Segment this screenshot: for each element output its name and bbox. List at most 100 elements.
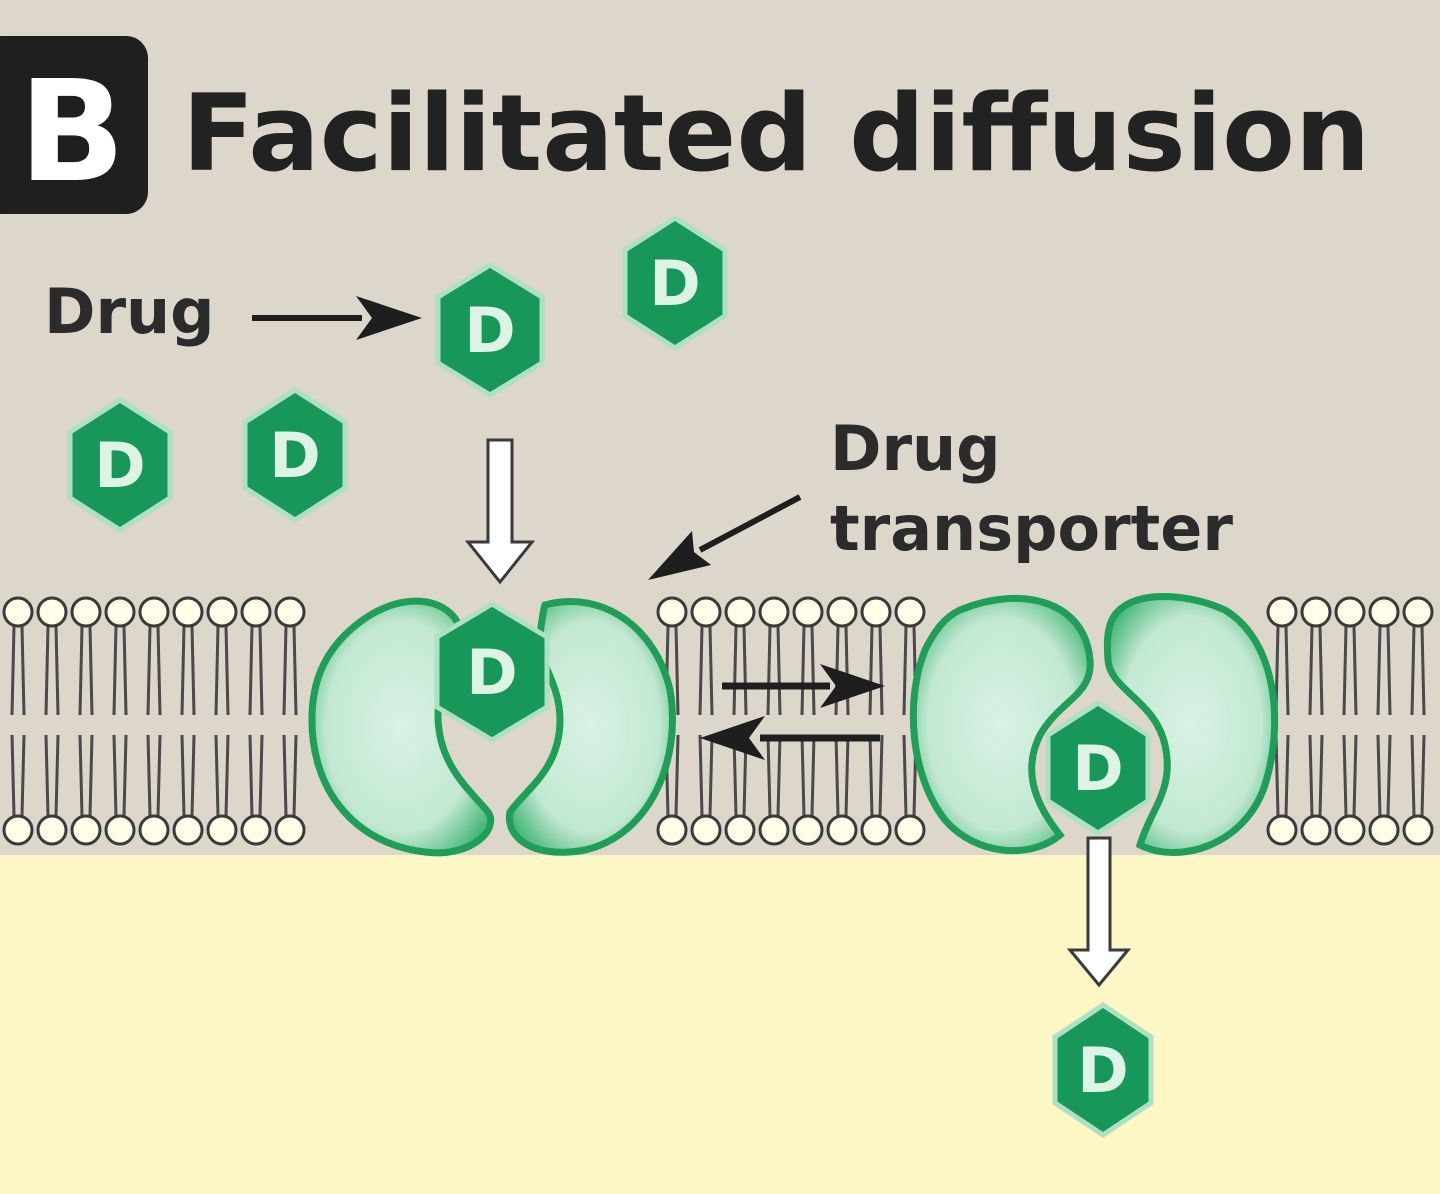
transporter-right-subunit [1103,593,1279,856]
lipid-head [1368,814,1400,846]
lipid-tail [1318,734,1324,817]
lipid-head [1300,814,1332,846]
equilibrium-arrows [700,664,885,760]
lipid-tail [766,625,772,716]
lipid-tail [732,625,738,716]
lipid-head [1334,814,1366,846]
lipid-head [792,596,824,628]
lipid-head [724,814,756,846]
lipid-tail [1352,625,1358,716]
lipid-tail [844,625,850,716]
drug-molecule-bound: D [1045,700,1151,836]
lipid-tail [868,734,874,817]
lipid-tail [112,734,118,817]
lipid-head [690,814,722,846]
lipid-tail [10,734,16,817]
lipid-tail [776,734,782,817]
lipid-head [138,814,170,846]
lipid-tail [146,734,152,817]
lipid-head [2,596,34,628]
lipid-head [70,596,102,628]
title: B Facilitated diffusion [0,36,1370,214]
lipid-head [2,814,34,846]
lipid-head [206,814,238,846]
forward-arrow [722,664,885,708]
lipid-head [690,596,722,628]
lipid-tail [248,625,254,716]
lipid-tail [1342,734,1348,817]
lipid-tail [674,625,680,716]
drug-label: Drug [44,275,215,348]
lipid-tail [1318,625,1324,716]
lipid-tail [292,734,298,817]
lipid-head [104,814,136,846]
lipid-tail [88,734,94,817]
drug-molecule: D [435,262,545,398]
lipid-tail [180,625,186,716]
lipid-tail [878,734,884,817]
lipid-tail [156,734,162,817]
lipid-tail [282,734,288,817]
title-badge [0,36,148,214]
lipid-head [274,596,306,628]
drug-molecule-letter: D [269,419,320,492]
lipid-head [36,814,68,846]
lipid-head [894,596,926,628]
lipid-tail [20,734,26,817]
lipid-tail [292,625,298,716]
lipid-tail [248,734,254,817]
lipid-tail [54,625,60,716]
lipid-tail [88,625,94,716]
transporter-label-line1: Drug [830,412,1001,485]
lipid-tail [1386,734,1392,817]
lipid-head [1402,814,1434,846]
lipid-head [860,814,892,846]
lipid-head [172,814,204,846]
lipid-tail [878,625,884,716]
drug-molecule-letter: D [1072,732,1123,805]
drug-molecule-letter: D [464,294,515,367]
drug-molecule-letter: D [466,636,517,709]
lipid-head [104,596,136,628]
lipid-tail [1308,625,1314,716]
intracellular-space [0,855,1440,1189]
lipid-tail [54,734,60,817]
lipid-head [36,596,68,628]
lipid-tail [1420,734,1426,817]
transporter-label-line2: transporter [830,492,1233,565]
lipid-tail [810,734,816,817]
lipid-tail [1410,625,1416,716]
drug-label-arrow [252,296,422,340]
diffusion-arrow-out [1066,836,1132,988]
diffusion-arrow-in [464,438,536,585]
lipid-tail [1376,625,1382,716]
lipid-head [656,814,688,846]
lipid-head [1368,596,1400,628]
lipid-head [758,814,790,846]
drug-molecule: D [622,215,728,351]
lipid-head [240,596,272,628]
lipid-tail [156,625,162,716]
lipid-tail [698,625,704,716]
lipid-head [138,596,170,628]
lipid-tail [844,734,850,817]
lipid-tail [224,734,230,817]
lipid-tail [78,625,84,716]
lipid-tail [146,625,152,716]
lipid-head [1334,596,1366,628]
lipid-head [1402,596,1434,628]
lipid-head [792,814,824,846]
lipid-tail [1376,734,1382,817]
lipid-tail [674,734,680,817]
lipid-tail [1284,734,1290,817]
lipid-tail [190,734,196,817]
drug-molecule: D [67,397,173,533]
lipid-tail [122,625,128,716]
lipid-tail [214,734,220,817]
drug-molecule-letter: D [649,247,700,320]
drug-molecule-bound: D [434,601,550,743]
lipid-tail [1284,625,1290,716]
lipid-tail [1308,734,1314,817]
lipid-tail [708,625,714,716]
